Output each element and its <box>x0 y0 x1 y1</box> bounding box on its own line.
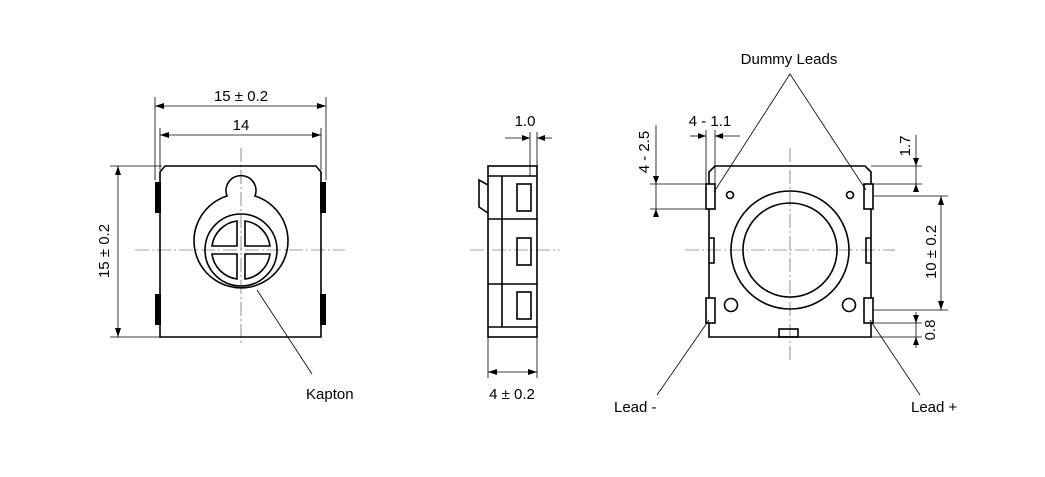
terminal <box>320 294 326 325</box>
sound-port-outer <box>730 190 850 310</box>
top-inner-width-label: 14 <box>233 117 250 134</box>
dummy-lead <box>863 183 874 210</box>
lead-plus-label: Lead + <box>911 399 958 416</box>
lead-minus-label: Lead - <box>614 399 657 416</box>
bottom-view <box>650 73 948 396</box>
terminal <box>320 182 326 213</box>
lead-pitch-label: 4 - 2.5 <box>636 131 653 174</box>
lead-plus <box>863 297 874 324</box>
dummy-lead <box>705 183 716 210</box>
lead-offset-label: 0.8 <box>922 320 939 341</box>
lead-width-label: 4 - 1.1 <box>689 113 732 130</box>
side-view <box>470 132 560 378</box>
side-top-label: 1.0 <box>515 113 536 130</box>
side-width-label: 4 ± 0.2 <box>489 386 535 403</box>
terminal <box>155 294 161 325</box>
lead-gap-label: 1.7 <box>897 136 914 157</box>
kapton-label: Kapton <box>306 386 354 403</box>
top-view <box>110 97 345 375</box>
kapton-outline <box>193 174 289 289</box>
top-view-body <box>159 165 322 338</box>
sound-port-inner <box>742 202 838 298</box>
lead-minus <box>705 297 716 324</box>
lead-span-label: 10 ± 0.2 <box>923 225 940 279</box>
side-view-body <box>487 165 538 338</box>
top-height-label: 15 ± 0.2 <box>96 224 113 278</box>
terminal <box>155 182 161 213</box>
top-width-label: 15 ± 0.2 <box>214 88 268 105</box>
dummy-leads-label: Dummy Leads <box>741 51 838 68</box>
